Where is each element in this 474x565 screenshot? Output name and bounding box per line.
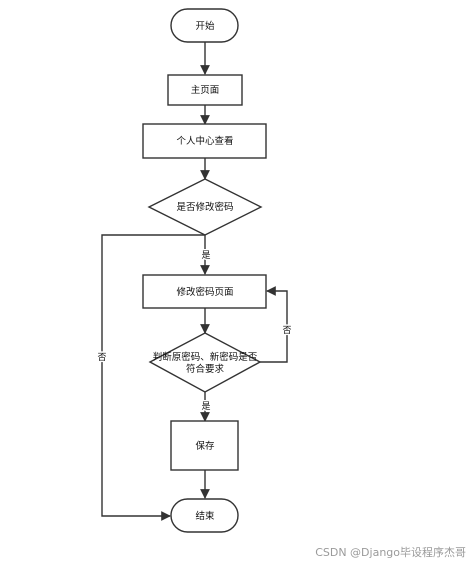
- decision-check-label-line2: 符合要求: [186, 363, 225, 375]
- edge-decision-no: [101, 234, 205, 521]
- edge-label-yes-2: 是: [201, 401, 210, 412]
- end-node: [170, 498, 239, 533]
- nodes: [142, 8, 267, 533]
- decision-change-label: 是否修改密码: [176, 201, 233, 213]
- decision-check-label-line1: 判断原密码、新密码是否: [153, 351, 258, 363]
- edge-label-no-1: 否: [97, 352, 106, 363]
- profile-node: [142, 123, 267, 159]
- start-label: 开始: [195, 20, 215, 32]
- edges: [101, 42, 288, 521]
- start-node: [170, 8, 239, 43]
- save-node: [170, 420, 239, 471]
- save-label: 保存: [195, 440, 215, 452]
- home-label: 主页面: [191, 84, 220, 96]
- end-label: 结束: [195, 510, 215, 522]
- change-page-node: [142, 274, 267, 309]
- watermark: CSDN @Django毕设程序杰哥: [315, 545, 466, 559]
- decision-check-node: [148, 332, 262, 393]
- edge-check-no-loop: [260, 286, 288, 363]
- edge-label-no-2: 否: [282, 325, 291, 336]
- edge-label-yes-1: 是: [201, 250, 210, 261]
- profile-label: 个人中心查看: [176, 135, 233, 147]
- home-node: [167, 74, 243, 106]
- change-page-label: 修改密码页面: [176, 286, 233, 298]
- decision-change-node: [147, 178, 263, 236]
